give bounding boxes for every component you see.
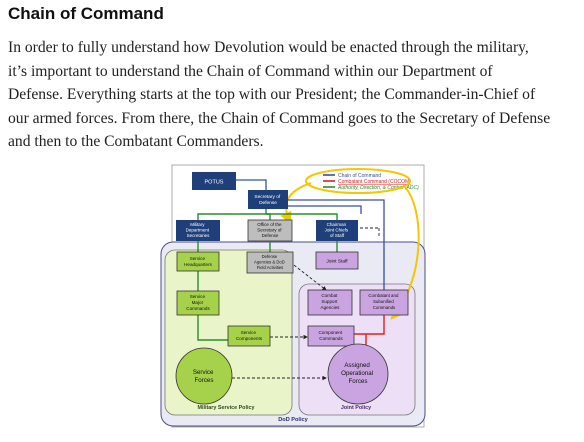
paragraph-line: Defense. Everything starts at the top wi… [8, 86, 536, 103]
joint-policy-label: Joint Policy [341, 405, 371, 411]
service-forces-circle [175, 347, 233, 405]
combat-support-agencies-label: Combat Support Agencies [321, 293, 341, 310]
legend-cocom-text: Combatant Command (COCOM) [338, 179, 411, 185]
service-headquarters-box [176, 251, 220, 272]
legend-adc-text: Authority, Direction, & Control (ADC) [337, 185, 419, 191]
service-headquarters-label: Service Headquarters [184, 256, 213, 267]
service-major-commands-box [176, 290, 220, 316]
potus-box [192, 172, 236, 190]
paragraph-line: our armed forces. From there, the Chain … [8, 109, 551, 127]
potus-label: POTUS [205, 180, 224, 186]
dod-policy-label: DoD Policy [278, 417, 308, 423]
dashed-lines [232, 227, 380, 381]
military-department-secretaries-box [176, 220, 220, 241]
page-heading: Chain of Command [8, 4, 164, 23]
joint-staff-label: Joint Staff [326, 259, 348, 265]
chain-lines [226, 179, 385, 290]
combatant-commands-label: Combatant and Subunified Commands [368, 293, 399, 310]
secretary-of-defense-label: Secretary of Defense [254, 194, 281, 206]
military-service-policy-label: Military Service Policy [198, 405, 255, 411]
service-major-commands-label: Service Major Commands [186, 294, 210, 311]
highlight-ellipse [305, 168, 411, 194]
legend-chain-text: Chain of Command [338, 173, 381, 179]
military-department-secretaries-label: Military Department Secretaries [186, 222, 211, 238]
combat-support-agencies-box [307, 289, 353, 316]
component-commands-label: Component Commands [318, 330, 343, 341]
service-components-label: Service Components [236, 330, 263, 341]
assigned-operational-forces-circle [327, 343, 389, 405]
body-paragraph: In order to fully understand how Devolut… [8, 36, 578, 154]
secretary-of-defense-box [248, 190, 288, 209]
combatant-commands-box [359, 289, 409, 316]
osd-box [247, 219, 293, 242]
assigned-operational-forces-label: Assigned Operational Forces [341, 362, 375, 385]
service-forces-label: Service Forces [193, 369, 215, 384]
joint-staff-box [315, 251, 359, 270]
paragraph-line: it’s important to understand the Chain o… [8, 62, 493, 80]
chairman-jcs-box [316, 220, 358, 241]
defense-agencies-label: Defense Agencies & DoD Field Activities [254, 254, 286, 270]
osd-label: Office of the Secretary of Defense [257, 222, 283, 238]
paragraph-line: and then to the Combatant Commanders. [8, 133, 264, 150]
chairman-jcs-label: Chairman Joint Chiefs of Staff [325, 222, 350, 238]
defense-agencies-box [246, 251, 294, 274]
service-components-box [227, 325, 271, 347]
component-commands-box [307, 325, 355, 347]
paragraph-line: In order to fully understand how Devolut… [8, 39, 529, 56]
